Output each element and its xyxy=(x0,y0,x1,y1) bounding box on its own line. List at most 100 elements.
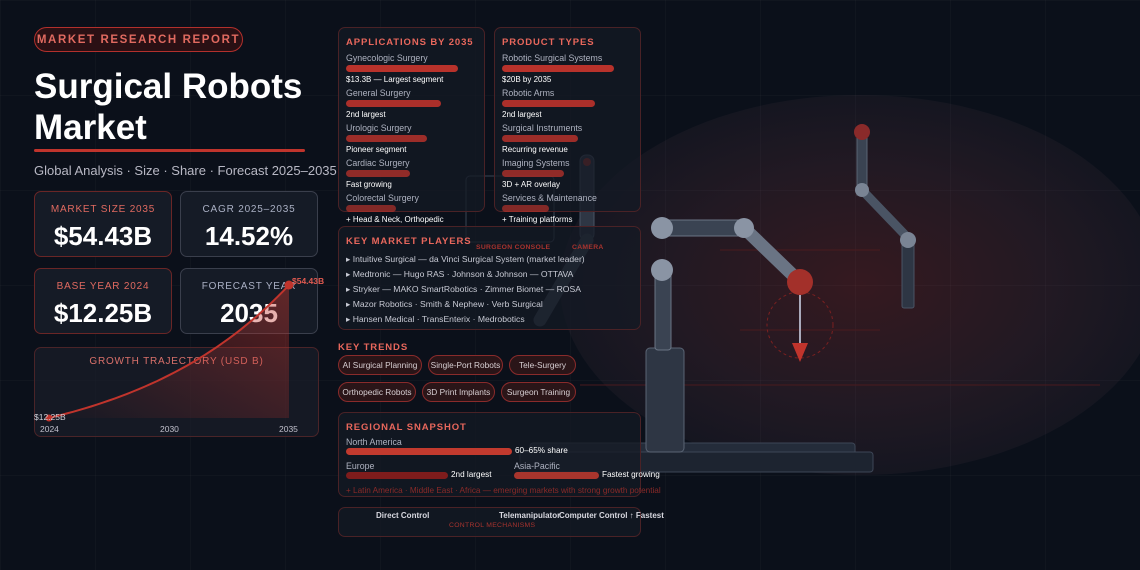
item-note: 3D + AR overlay xyxy=(502,180,561,189)
item-note: 2nd largest xyxy=(346,110,386,119)
player-item: ▸ Stryker — MAKO SmartRobotics · Zimmer … xyxy=(346,284,581,294)
share-bar xyxy=(502,135,579,142)
trend-pill: Single-Port Robots xyxy=(428,355,503,375)
region-note: 60–65% share xyxy=(515,446,568,455)
region-name: Asia-Pacific xyxy=(514,461,560,471)
stat-cagr: CAGR 2025–2035 14.52% xyxy=(180,191,318,257)
share-bar xyxy=(502,205,550,212)
item-note: + Training platforms xyxy=(502,215,573,224)
stat-value: $54.43B xyxy=(53,221,153,251)
panel-heading: PRODUCT TYPES xyxy=(502,37,595,48)
player-item: ▸ Intuitive Surgical — da Vinci Surgical… xyxy=(346,254,585,264)
title-line-1: Surgical Robots xyxy=(34,67,303,106)
panel-heading: REGIONAL SNAPSHOT xyxy=(346,422,467,433)
trend-pill: 3D Print Implants xyxy=(422,382,495,402)
region-bar-north-america xyxy=(346,448,512,455)
share-bar xyxy=(346,170,410,177)
surgeon-console-label: SURGEON CONSOLE xyxy=(476,244,551,251)
stat-value: 14.52% xyxy=(204,221,294,251)
title-divider xyxy=(34,149,305,152)
stat-label: FORECAST YEAR xyxy=(201,281,297,292)
report-badge: MARKET RESEARCH REPORT xyxy=(34,27,243,52)
trends-heading: KEY TRENDS xyxy=(338,342,409,353)
stat-value: 2035 xyxy=(220,298,278,328)
stat-value: $12.25B xyxy=(53,298,153,328)
list-item: Imaging Systems 3D + AR overlay xyxy=(502,158,635,189)
subtitle: Global Analysis · Size · Share · Forecas… xyxy=(34,163,337,178)
share-bar xyxy=(346,100,442,107)
region-note: 2nd largest xyxy=(451,470,492,479)
stat-label: CAGR 2025–2035 xyxy=(202,204,296,215)
share-bar xyxy=(502,100,595,107)
list-item: Robotic Surgical Systems $20B by 2035 xyxy=(502,53,635,84)
robot-base xyxy=(645,347,685,453)
item-name: Robotic Arms xyxy=(502,88,555,98)
share-bar xyxy=(502,65,614,72)
chart-title: GROWTH TRAJECTORY (USD B) xyxy=(89,356,264,367)
share-bar xyxy=(346,135,427,142)
applications-panel: APPLICATIONS BY 2035 Gynecologic Surgery… xyxy=(338,27,485,224)
target-ring xyxy=(766,291,834,359)
trend-pill: AI Surgical Planning xyxy=(338,355,422,375)
list-item: General Surgery 2nd largest xyxy=(346,88,479,119)
list-item: Colorectal Surgery + Head & Neck, Orthope… xyxy=(346,193,479,224)
item-note: Recurring revenue xyxy=(502,145,568,154)
region-bar-asia-pacific xyxy=(514,472,599,479)
item-note: Fast growing xyxy=(346,180,392,189)
region-name: North America xyxy=(346,437,402,447)
item-name: Cardiac Surgery xyxy=(346,158,410,168)
stat-forecast-year: FORECAST YEAR 2035 xyxy=(180,268,318,334)
trend-pill: Orthopedic Robots xyxy=(338,382,416,402)
item-note: $20B by 2035 xyxy=(502,75,552,84)
share-bar xyxy=(346,65,458,72)
stat-market-size: MARKET SIZE 2035 $54.43B xyxy=(34,191,172,257)
item-note: Pioneer segment xyxy=(346,145,407,154)
stat-label: BASE YEAR 2024 xyxy=(56,281,150,292)
stat-label: MARKET SIZE 2035 xyxy=(50,204,156,215)
control-mechanisms-panel: Direct Control Telemanipulator Computer … xyxy=(338,507,664,537)
region-footer: + Latin America · Middle East · Africa —… xyxy=(346,486,661,495)
stat-base-year: BASE YEAR 2024 $12.25B xyxy=(34,268,172,334)
product-types-panel: PRODUCT TYPES Robotic Surgical Systems $2… xyxy=(494,27,641,224)
trend-pill: Surgeon Training xyxy=(501,382,576,402)
list-item: Gynecologic Surgery $13.3B — Largest segm… xyxy=(346,53,479,84)
title-line-2: Market xyxy=(34,108,147,147)
item-name: Gynecologic Surgery xyxy=(346,53,428,63)
control-title: CONTROL MECHANISMS xyxy=(449,522,536,529)
control-item: Telemanipulator xyxy=(499,511,561,520)
region-note: Fastest growing xyxy=(602,470,660,479)
list-item: Robotic Arms 2nd largest xyxy=(502,88,635,119)
item-name: Robotic Surgical Systems xyxy=(502,53,603,63)
item-note: $13.3B — Largest segment xyxy=(346,75,444,84)
item-name: Imaging Systems xyxy=(502,158,570,168)
share-bar xyxy=(346,205,397,212)
control-item: Computer Control ↑ Fastest xyxy=(559,511,664,520)
item-note: + Head & Neck, Orthopedic xyxy=(346,215,444,224)
trend-pill: Tele-Surgery xyxy=(509,355,576,375)
instrument-tip xyxy=(792,343,808,362)
region-bar-europe xyxy=(346,472,448,479)
item-name: Services & Maintenance xyxy=(502,193,597,203)
region-name: Europe xyxy=(346,461,375,471)
item-note: 2nd largest xyxy=(502,110,542,119)
panel-heading: APPLICATIONS BY 2035 xyxy=(346,37,474,48)
camera-label: CAMERA xyxy=(572,244,604,251)
item-name: Surgical Instruments xyxy=(502,123,583,133)
growth-chart-panel: GROWTH TRAJECTORY (USD B) xyxy=(34,347,319,437)
key-players-panel: KEY MARKET PLAYERS ▸ Intuitive Surgical … xyxy=(338,226,641,330)
player-item: ▸ Hansen Medical · TransEnterix · Medrob… xyxy=(346,314,525,324)
regional-panel: REGIONAL SNAPSHOT North America 60–65% s… xyxy=(338,412,661,497)
item-name: General Surgery xyxy=(346,88,411,98)
player-item: ▸ Mazor Robotics · Smith & Nephew · Verb… xyxy=(346,299,543,309)
share-bar xyxy=(502,170,564,177)
player-item: ▸ Medtronic — Hugo RAS · Johnson & Johns… xyxy=(346,269,574,279)
list-item: Services & Maintenance + Training platfor… xyxy=(502,193,635,224)
item-name: Colorectal Surgery xyxy=(346,193,419,203)
control-item: Direct Control xyxy=(376,511,430,520)
panel-heading: KEY MARKET PLAYERS xyxy=(346,236,472,247)
instrument-joint xyxy=(787,269,813,295)
